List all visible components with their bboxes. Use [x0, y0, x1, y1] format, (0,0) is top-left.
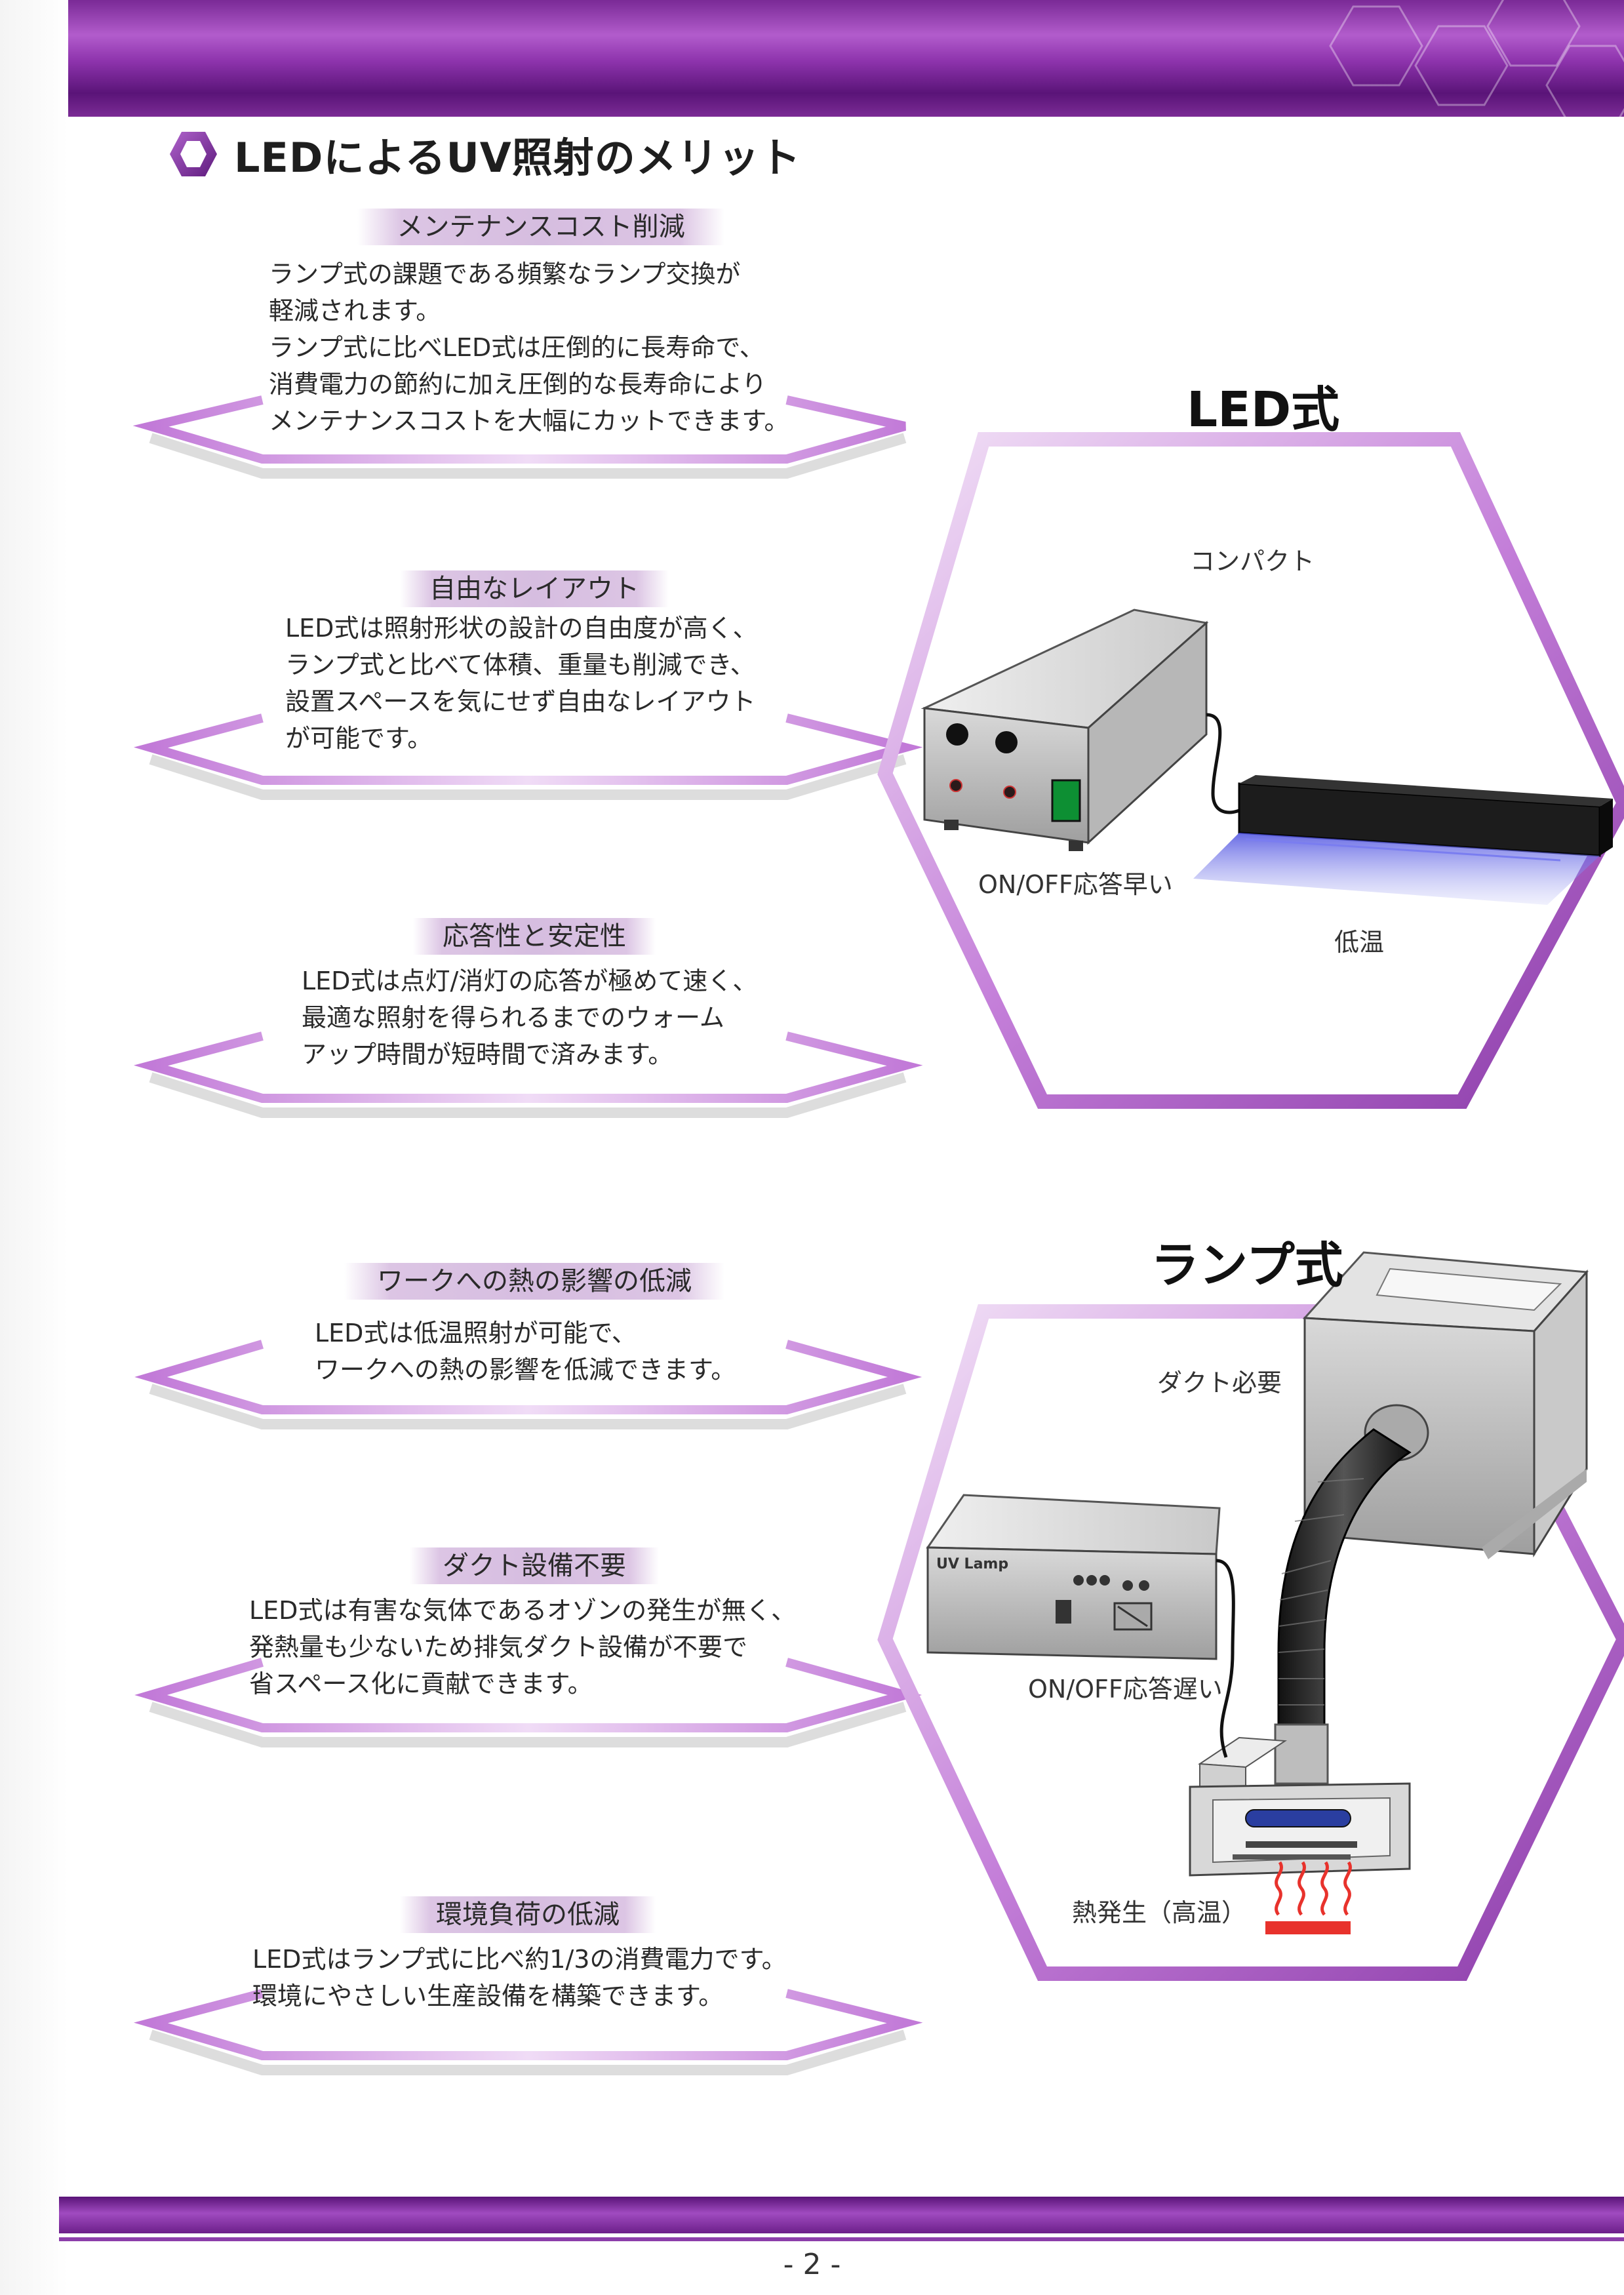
- led-controller-box: [921, 609, 1209, 851]
- merit-line: ランプ式に比べLED式は圧倒的に長寿命で、: [269, 333, 764, 362]
- merit-label-environment: 環境負荷の低減: [400, 1896, 656, 1933]
- uv-light-beam: [1193, 833, 1600, 905]
- merit-line: 環境にやさしい生産設備を構築できます。: [252, 1982, 724, 2010]
- led-callout-compact: コンパクト: [1190, 547, 1315, 576]
- header-hex-pattern: [1329, 0, 1624, 117]
- merit-body-response: LED式は点灯/消灯の応答が極めて速く、 最適な照射を得られるまでのウォーム ア…: [302, 963, 757, 1073]
- merit-line: 軽減されます。: [269, 296, 441, 325]
- merit-body-heat: LED式は低温照射が可能で、 ワークへの熱の影響を低減できます。: [315, 1315, 736, 1388]
- led-head-unit: [1193, 775, 1613, 905]
- page-number: - 2 -: [783, 2248, 841, 2281]
- lamp-callout-duct: ダクト必要: [1157, 1368, 1282, 1397]
- merit-line: メンテナンスコストを大幅にカットできます。: [269, 407, 789, 435]
- merit-body-environment: LED式はランプ式に比べ約1/3の消費電力です。 環境にやさしい生産設備を構築で…: [252, 1941, 787, 2014]
- hexagon-icon: [170, 132, 217, 176]
- lamp-controller-box: UV Lamp: [926, 1494, 1221, 1660]
- footer-band: [59, 2197, 1624, 2233]
- merit-frame-4: [134, 1340, 922, 1429]
- exhaust-duct: [1274, 1404, 1429, 1785]
- led-callout-temp: 低温: [1334, 928, 1385, 957]
- led-cable: [1206, 713, 1247, 814]
- lamp-cable: [1216, 1559, 1235, 1758]
- merit-line: LED式は点灯/消灯の応答が極めて速く、: [302, 967, 758, 995]
- led-hexagon-frame: [877, 432, 1624, 1109]
- merit-line: LED式は低温照射が可能で、: [315, 1319, 637, 1347]
- merit-frame-2: [133, 713, 923, 800]
- merit-label-maintenance: メンテナンスコスト削減: [357, 209, 724, 245]
- led-heading: LED式: [1187, 382, 1340, 438]
- merit-frame-3: [133, 1031, 923, 1118]
- merit-line: 最適な照射を得られるまでのウォーム: [302, 1003, 724, 1032]
- footer-line: [59, 2237, 1624, 2241]
- page-left-margin: [0, 0, 68, 2295]
- header-band: [68, 0, 1624, 117]
- merit-label-heat: ワークへの熱の影響の低減: [344, 1263, 724, 1300]
- merit-line: 設置スペースを気にせず自由なレイアウト: [285, 687, 756, 716]
- merit-line: が可能です。: [285, 724, 433, 753]
- section-title-row: LEDによるUV照射のメリット: [167, 125, 801, 184]
- merit-line: LED式は照射形状の設計の自由度が高く、: [285, 614, 758, 643]
- merit-label-response: 応答性と安定性: [413, 918, 656, 955]
- merit-line: 省スペース化に貢献できます。: [249, 1669, 593, 1698]
- merit-body-layout: LED式は照射形状の設計の自由度が高く、 ランプ式と比べて体積、重量も削減でき、…: [285, 610, 757, 757]
- merit-line: ランプ式の課題である頻繁なランプ交換が: [269, 260, 741, 289]
- merit-frame-1: [132, 395, 907, 479]
- led-callout-response: ON/OFF応答早い: [978, 870, 1173, 899]
- heat-icon: [1265, 1861, 1352, 1934]
- merit-frame-6: [133, 1989, 923, 2075]
- lamp-callout-response: ON/OFF応答遅い: [1028, 1675, 1223, 1704]
- lamp-device-label: UV Lamp: [936, 1556, 1008, 1572]
- merit-body-maintenance: ランプ式の課題である頻繁なランプ交換が 軽減されます。 ランプ式に比べLED式は…: [269, 256, 789, 439]
- merit-line: ワークへの熱の影響を低減できます。: [315, 1355, 736, 1384]
- merit-line: 発熱量も少ないため排気ダクト設備が不要で: [249, 1633, 748, 1662]
- merit-line: LED式はランプ式に比べ約1/3の消費電力です。: [252, 1945, 787, 1974]
- merit-frame-5: [134, 1658, 922, 1747]
- merit-line: LED式は有害な気体であるオゾンの発生が無く、: [249, 1596, 797, 1625]
- lamp-irradiator: [1189, 1736, 1411, 1877]
- lamp-callout-heat: 熱発生（高温）: [1072, 1898, 1247, 1927]
- merit-line: アップ時間が短時間で済みます。: [302, 1040, 673, 1069]
- merit-line: 消費電力の節約に加え圧倒的な長寿命により: [269, 370, 767, 399]
- merit-label-duct: ダクト設備不要: [410, 1547, 659, 1584]
- lamp-heading: ランプ式: [1151, 1237, 1343, 1294]
- merit-body-duct: LED式は有害な気体であるオゾンの発生が無く、 発熱量も少ないため排気ダクト設備…: [249, 1592, 796, 1702]
- merit-label-layout: 自由なレイアウト: [400, 570, 669, 607]
- merit-line: ランプ式と比べて体積、重量も削減でき、: [285, 650, 755, 679]
- page-title: LEDによるUV照射のメリット: [234, 134, 801, 182]
